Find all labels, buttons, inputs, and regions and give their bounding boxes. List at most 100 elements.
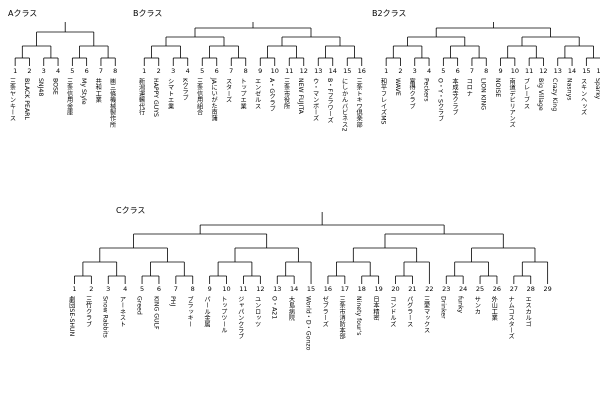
c-team-name: エスカルゴ — [524, 296, 531, 327]
b2-seed-number: 7 — [470, 67, 474, 75]
b2-team-name: Sparky — [594, 78, 600, 100]
b2-team-name: ブレーブス — [522, 77, 529, 109]
a-team-name: 三条信用金庫 — [66, 78, 73, 116]
c-team-name: パグラース — [406, 296, 413, 327]
b2-seed-number: 5 — [441, 67, 445, 75]
b-team-name: B・Fフラワーズ — [326, 78, 333, 123]
c-seed-number: 29 — [544, 285, 552, 293]
c-seed-number: 22 — [425, 285, 433, 293]
a-team-name: 三条ヤンキース — [8, 78, 15, 122]
b-seed-number: 8 — [244, 67, 248, 75]
b2-seed-number: 4 — [427, 67, 431, 75]
b-team-name: 三条信用組合 — [196, 78, 203, 116]
b-seed-number: 12 — [300, 67, 308, 75]
c-team-name: ユンロッツ — [254, 296, 261, 327]
a-seed-number: 1 — [13, 67, 17, 75]
a-team-name: SNJ48 — [37, 78, 44, 96]
c-team-name: O・A21 — [271, 296, 278, 319]
b-seed-number: 14 — [329, 67, 337, 75]
a-seed-number: 6 — [85, 67, 89, 75]
c-team-name: ゼブラーズ — [321, 295, 328, 327]
c-team-name: Ninety four's — [355, 296, 362, 336]
c-team-name: パール金属 — [203, 296, 210, 328]
c-team-name: トップツール — [220, 296, 227, 333]
c-seed-number: 9 — [208, 285, 212, 293]
c-seed-number: 11 — [239, 285, 247, 293]
a-team-name: BLACK PEARL — [23, 78, 30, 120]
b2-class-title: B2クラス — [372, 9, 407, 18]
a-seed-number: 5 — [70, 67, 74, 75]
c-team-name: 日本精密 — [372, 296, 379, 322]
c-seed-number: 3 — [106, 285, 110, 293]
c-team-name: 劇団SE-SHUN — [68, 295, 75, 336]
b-team-name: HAPPY GUYS — [152, 78, 159, 117]
b2-team-name: Big Village — [537, 78, 544, 111]
b2-seed-number: 15 — [582, 67, 590, 75]
c-seed-number: 10 — [222, 285, 230, 293]
b2-seed-number: 10 — [511, 67, 519, 75]
c-seed-number: 13 — [273, 285, 281, 293]
b-seed-number: 15 — [343, 67, 351, 75]
c-seed-number: 6 — [157, 285, 161, 293]
c-seed-number: 16 — [324, 285, 332, 293]
b-team-name: にしかんバビネス2 — [341, 78, 348, 132]
b-team-name: ウ・マンボーズ — [312, 78, 319, 122]
b2-seed-number: 3 — [413, 67, 417, 75]
b-seed-number: 3 — [171, 67, 175, 75]
b2-team-name: Nasnys — [565, 78, 572, 100]
b2-team-name: Crazy King — [551, 78, 558, 111]
c-seed-number: 15 — [307, 285, 315, 293]
a-team-name: My Style — [80, 78, 87, 105]
b-seed-number: 6 — [215, 67, 219, 75]
b2-seed-number: 14 — [568, 67, 576, 75]
c-team-name: KING GULF — [152, 296, 159, 330]
b-seed-number: 11 — [285, 67, 293, 75]
b2-team-name: コロナ — [465, 78, 472, 97]
c-team-name: ナムコスターズ — [507, 296, 514, 340]
a-seed-number: 8 — [113, 67, 117, 75]
b-seed-number: 7 — [229, 67, 233, 75]
b-seed-number: 9 — [258, 67, 262, 75]
c-seed-number: 25 — [476, 285, 484, 293]
b-team-name: エンゼルス — [254, 78, 261, 109]
a-seed-number: 2 — [27, 67, 31, 75]
c-team-name: 三竹クラブ — [85, 296, 92, 327]
b2-seed-number: 12 — [539, 67, 547, 75]
b-seed-number: 5 — [200, 67, 204, 75]
a-seed-number: 7 — [99, 67, 103, 75]
c-team-name: PHJ — [169, 296, 176, 306]
b-team-name: スターズ — [225, 78, 232, 103]
b-seed-number: 2 — [157, 67, 161, 75]
c-seed-number: 17 — [341, 285, 349, 293]
b2-seed-number: 8 — [484, 67, 488, 75]
b2-seed-number: 9 — [498, 67, 502, 75]
b2-seed-number: 11 — [525, 67, 533, 75]
b-seed-number: 10 — [271, 67, 279, 75]
b2-team-name: Peckers — [422, 78, 429, 102]
a-seed-number: 4 — [56, 67, 60, 75]
b2-team-name: 富得クラブ — [408, 77, 415, 109]
c-team-name: コンドルズ — [389, 296, 396, 327]
c-seed-number: 8 — [191, 285, 195, 293]
c-seed-number: 26 — [493, 285, 501, 293]
b2-team-name: 本成寺クラブ — [451, 77, 458, 115]
c-team-name: ジャパンクラブ — [237, 296, 244, 340]
c-seed-number: 21 — [408, 285, 416, 293]
b2-team-name: O・Y・Sクラブ — [437, 78, 444, 122]
c-seed-number: 14 — [290, 285, 298, 293]
c-team-name: World・D・Gonzo — [304, 296, 311, 351]
c-team-name: アーネスト — [118, 296, 125, 327]
c-team-name: Drinker — [440, 296, 447, 319]
c-team-name: 三条市消防本部 — [338, 296, 345, 341]
a-seed-number: 3 — [42, 67, 46, 75]
b-team-name: 三条市役所 — [283, 78, 290, 110]
b2-team-name: WAVE — [394, 78, 401, 96]
b-seed-number: 1 — [142, 67, 146, 75]
b2-seed-number: 13 — [554, 67, 562, 75]
c-seed-number: 5 — [140, 285, 144, 293]
c-team-name: ブラッキー — [186, 295, 193, 327]
c-seed-number: 23 — [442, 285, 450, 293]
c-seed-number: 24 — [459, 285, 467, 293]
c-team-name: Snow Rabbits — [102, 296, 109, 338]
